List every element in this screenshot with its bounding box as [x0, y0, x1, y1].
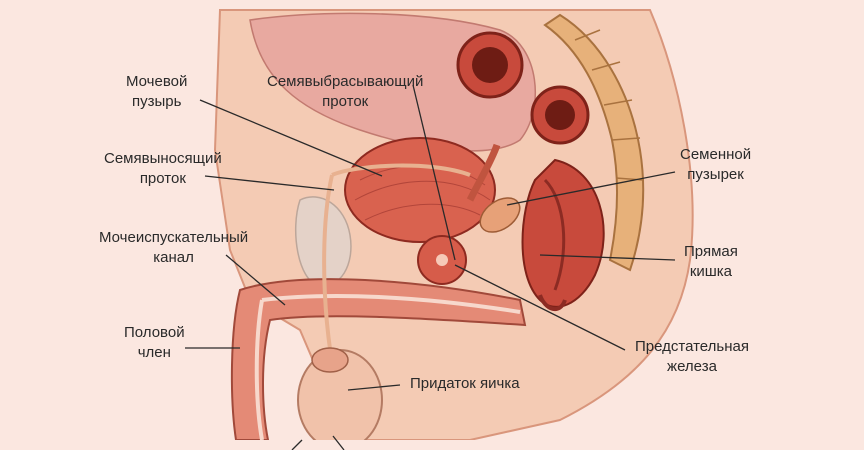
leader-prostate: [454, 264, 626, 351]
label-prostate: Предстательная железа: [635, 337, 749, 377]
label-seminal-vesicle-line1: Семенной: [680, 146, 752, 163]
label-urethra: Мочеиспускательный канал: [99, 228, 248, 268]
epididymis-shape: [311, 347, 349, 373]
penis-shape: [230, 278, 527, 441]
leader-bottom-1: [291, 439, 303, 450]
label-prostate-line1: Предстательная: [635, 338, 749, 355]
label-penis: Половой член: [124, 323, 185, 363]
label-epididymis: Придаток яичка: [410, 374, 520, 394]
label-epididymis-text: Придаток яичка: [410, 375, 520, 392]
label-bladder-line2: пузырь: [131, 93, 182, 110]
label-vas-deferens: Семявыносящий проток: [104, 149, 222, 189]
label-ejaculatory-duct-line2: проток: [322, 93, 369, 110]
label-bladder: Мочевой пузырь: [126, 72, 187, 112]
leader-seminal: [506, 171, 676, 206]
label-urethra-line2: канал: [153, 249, 194, 266]
label-urethra-line1: Мочеиспускательный: [99, 229, 249, 246]
leader-ejaculatory: [412, 84, 456, 261]
label-vas-deferens-line2: проток: [139, 170, 186, 187]
label-seminal-vesicle-line2: пузырек: [687, 166, 744, 183]
label-seminal-vesicle: Семенной пузырек: [680, 145, 751, 185]
leader-rectum: [539, 254, 676, 261]
label-rectum-line1: Прямая: [684, 243, 738, 260]
leader-bottom-2: [332, 435, 345, 450]
urethra-canal: [261, 294, 521, 314]
label-penis-line2: член: [137, 344, 171, 361]
label-ejaculatory-duct: Семявыбрасывающий проток: [267, 72, 423, 112]
label-rectum: Прямая кишка: [684, 242, 738, 282]
label-bladder-line1: Мочевой: [126, 73, 188, 90]
leader-lines: [185, 84, 676, 450]
label-penis-line1: Половой: [124, 324, 185, 341]
label-rectum-line2: кишка: [689, 263, 733, 280]
leader-bladder: [199, 99, 383, 177]
leader-epididymis: [347, 384, 401, 391]
label-vas-deferens-line1: Семявыносящий: [104, 150, 222, 167]
leader-urethra: [225, 254, 286, 306]
ureter: [466, 143, 501, 202]
sacrum: [543, 13, 645, 272]
bladder-shape: [344, 137, 496, 243]
leader-vas: [204, 175, 335, 191]
label-prostate-line2: железа: [667, 358, 717, 375]
label-ejaculatory-duct-line1: Семявыбрасывающий: [267, 73, 424, 90]
